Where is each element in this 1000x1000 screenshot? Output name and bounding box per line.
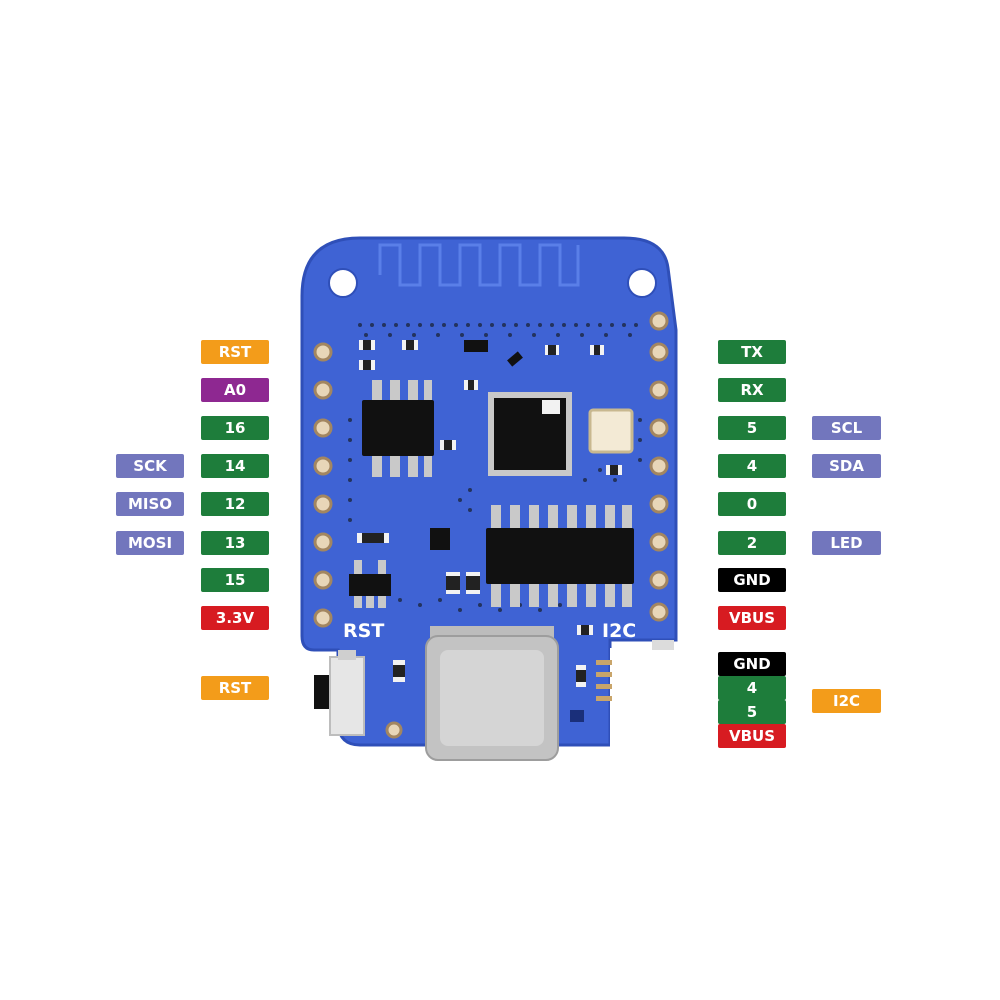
pin-label-tx: TX <box>718 340 786 364</box>
via-field <box>348 323 642 612</box>
i2c-pin-label-4: 4 <box>718 676 786 700</box>
i2c-connector-label: I2C <box>812 689 881 713</box>
function-label-sda: SDA <box>812 454 881 478</box>
usb-serial-chip <box>486 505 634 607</box>
passives <box>349 340 622 722</box>
i2c-connector <box>596 640 686 748</box>
pin-label-2: 2 <box>718 531 786 555</box>
left-header-pads <box>313 342 333 628</box>
pin-label-0: 0 <box>718 492 786 516</box>
reset-switch <box>314 650 365 736</box>
pin-label-13: 13 <box>201 531 269 555</box>
function-label-scl: SCL <box>812 416 881 440</box>
right-header-pads <box>649 342 669 622</box>
pin-label-15: 15 <box>201 568 269 592</box>
mount-hole <box>328 268 358 298</box>
i2c-pin-label-5: 5 <box>718 700 786 724</box>
function-label-sck: SCK <box>116 454 184 478</box>
pin-label-a0: A0 <box>201 378 269 402</box>
antenna-trace <box>378 243 580 287</box>
function-label-miso: MISO <box>116 492 184 516</box>
flash-chip <box>362 380 434 477</box>
pin-label-rst: RST <box>201 340 269 364</box>
mount-hole <box>627 268 657 298</box>
pin-label-12: 12 <box>201 492 269 516</box>
reset-button-label: RST <box>201 676 269 700</box>
silk-rst-label: RST <box>343 620 385 642</box>
pin-label-3v3: 3.3V <box>201 606 269 630</box>
i2c-pin-label-gnd: GND <box>718 652 786 676</box>
esp-chip <box>488 392 572 476</box>
small-hole <box>385 721 403 739</box>
pin-label-16: 16 <box>201 416 269 440</box>
i2c-pin-label-vbus: VBUS <box>718 724 786 748</box>
pin-label-rx: RX <box>718 378 786 402</box>
function-label-led: LED <box>812 531 881 555</box>
mount-hole-small <box>649 311 669 331</box>
pin-label-14: 14 <box>201 454 269 478</box>
silk-i2c-label: I2C <box>602 620 637 642</box>
crystal <box>588 408 634 454</box>
function-label-mosi: MOSI <box>116 531 184 555</box>
pin-label-4: 4 <box>718 454 786 478</box>
pin-label-vbus: VBUS <box>718 606 786 630</box>
usb-c-connector <box>425 626 559 761</box>
pin-label-gnd: GND <box>718 568 786 592</box>
pin-label-5: 5 <box>718 416 786 440</box>
